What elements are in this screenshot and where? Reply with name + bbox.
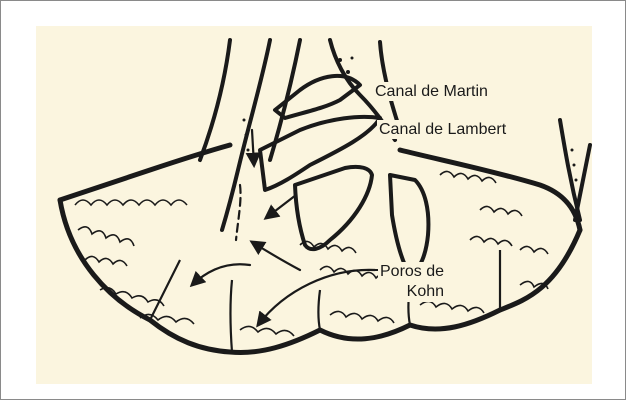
label-poros-de-kohn: Poros de Kohn bbox=[378, 262, 446, 302]
label-poros-de-kohn-line1: Poros de bbox=[380, 262, 444, 282]
label-poros-de-kohn-line2: Kohn bbox=[380, 282, 444, 302]
alveoli-scallops bbox=[75, 171, 548, 336]
lobule-septa bbox=[150, 250, 500, 352]
label-canal-de-martin: Canal de Martin bbox=[373, 82, 490, 101]
collateral-arrows bbox=[192, 130, 375, 325]
label-canal-de-lambert: Canal de Lambert bbox=[377, 120, 508, 139]
